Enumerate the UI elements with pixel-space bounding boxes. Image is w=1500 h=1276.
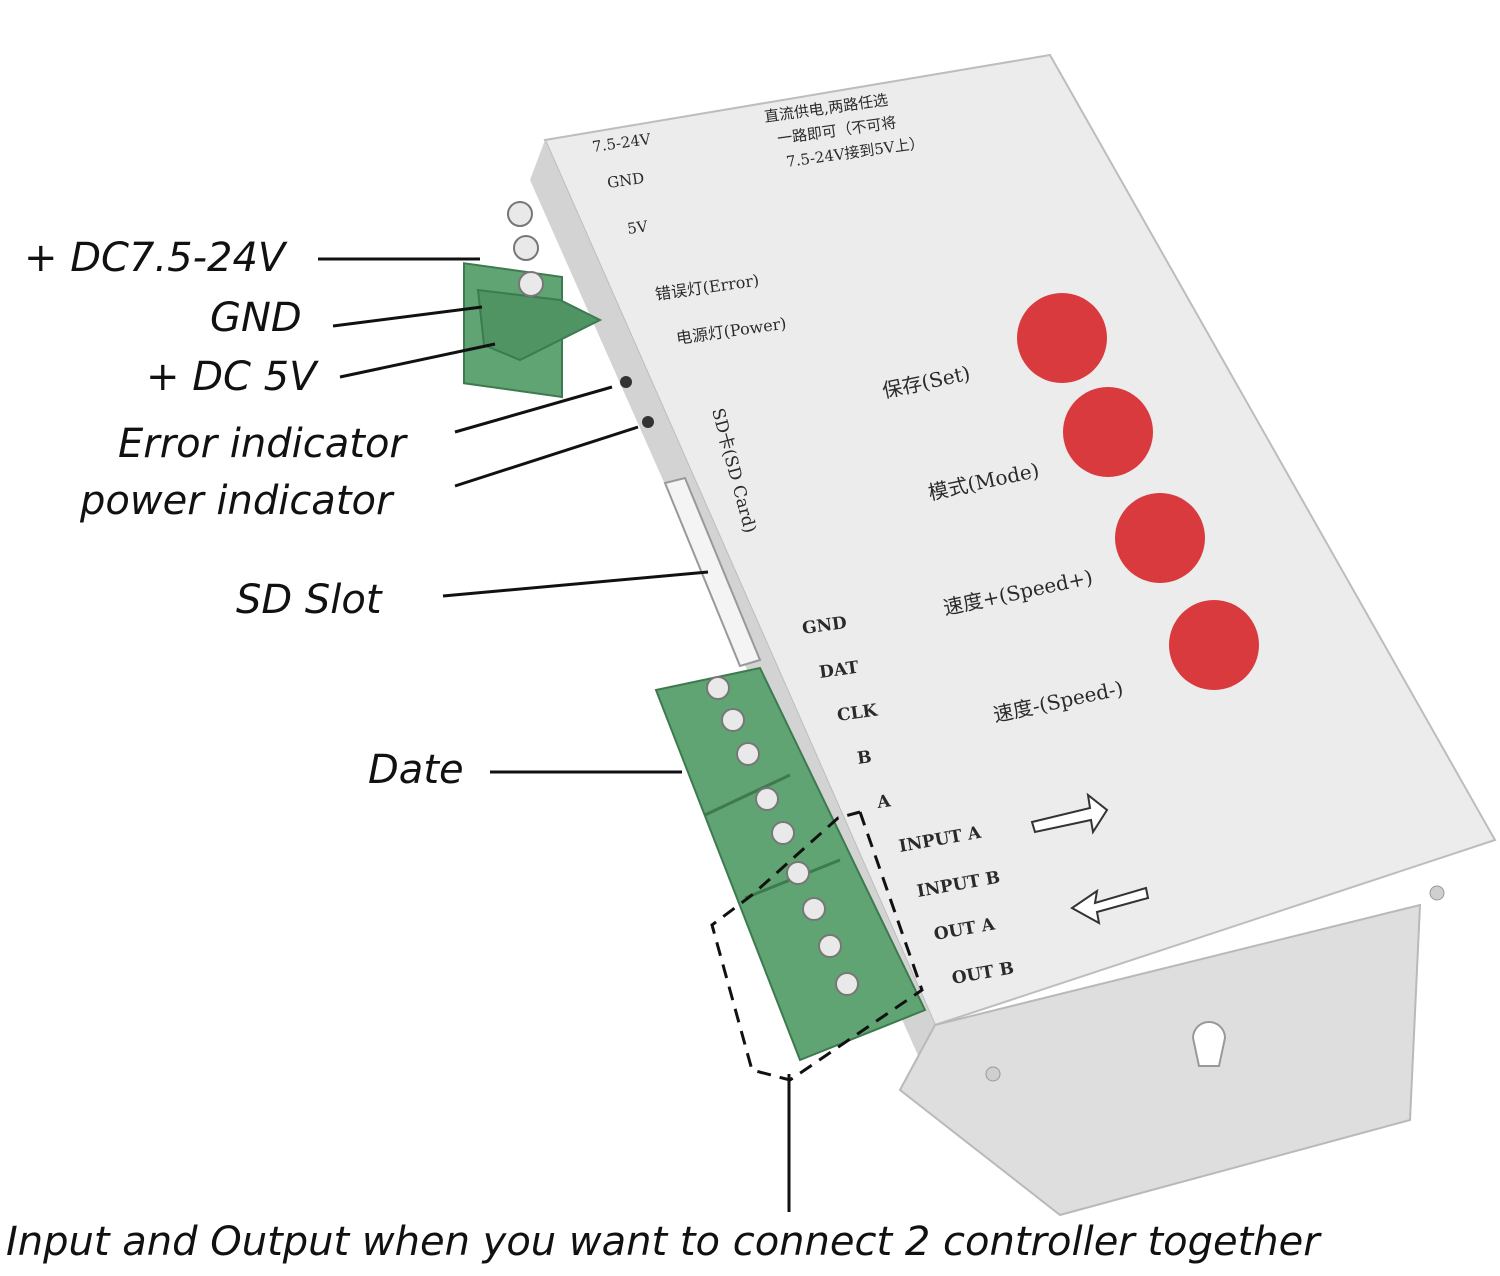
set-button (1017, 293, 1107, 383)
callout-error-indicator: Error indicator (118, 421, 406, 467)
leader-power (454, 425, 639, 488)
leader-gnd (332, 305, 483, 328)
panel-out-a: A (875, 791, 893, 813)
power-terminal-base (476, 288, 603, 362)
leader-error (454, 385, 613, 434)
screw-1 (1429, 885, 1445, 901)
power-screw-3 (518, 271, 544, 297)
output-screw-4 (755, 787, 779, 811)
power-led (642, 416, 654, 428)
callout-io-note: Input and Output when you want to connec… (6, 1219, 1320, 1265)
output-arrow (1070, 886, 1150, 925)
callout-sd-slot: SD Slot (236, 577, 382, 623)
sd-card-slot (663, 476, 762, 668)
output-screw-2 (721, 708, 745, 732)
keyhole-mount (1191, 1021, 1227, 1067)
output-screw-3 (736, 742, 760, 766)
callout-dc-5v: + DC 5V (146, 354, 317, 400)
leader-5v (339, 342, 496, 379)
io-dashed-box (710, 810, 924, 1082)
mode-button (1063, 387, 1153, 477)
output-screw-6 (786, 861, 810, 885)
output-screw-5 (771, 821, 795, 845)
speed-down-button (1169, 600, 1259, 690)
callout-gnd: GND (210, 295, 302, 341)
callout-dc-main: + DC7.5-24V (24, 235, 286, 281)
panel-5v: 5V (626, 217, 650, 238)
panel-gnd: GND (606, 169, 645, 192)
power-screw-1 (507, 201, 533, 227)
terminal-divider (704, 773, 791, 817)
leader-sd (442, 570, 709, 598)
screw-2 (985, 1066, 1001, 1082)
panel-out-b: B (856, 747, 873, 769)
callout-power-indicator: power indicator (80, 478, 393, 524)
power-screw-2 (513, 235, 539, 261)
output-screw-1 (706, 676, 730, 700)
mounting-bracket (898, 903, 1422, 1217)
output-screw-8 (818, 934, 842, 958)
output-screw-7 (802, 897, 826, 921)
output-screw-9 (835, 972, 859, 996)
speed-up-button (1115, 493, 1205, 583)
callout-data: Date (368, 747, 464, 793)
input-arrow (1030, 792, 1109, 835)
error-led (620, 376, 632, 388)
